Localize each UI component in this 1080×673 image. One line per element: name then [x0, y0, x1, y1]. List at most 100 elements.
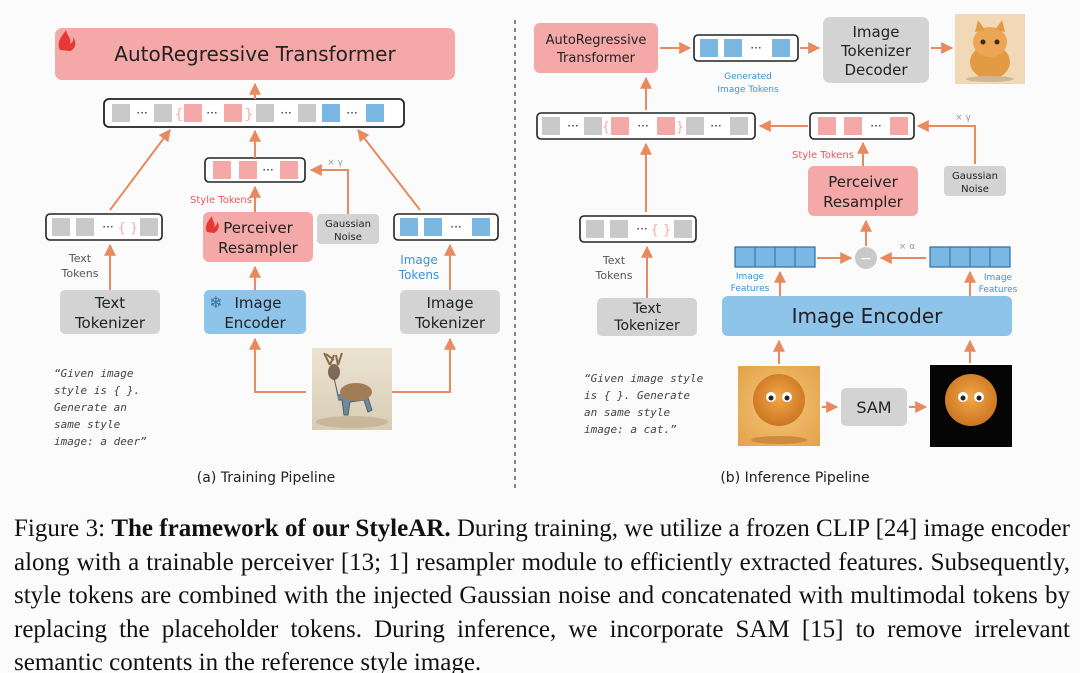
training-pipeline: AutoRegressive Transformer ··· { ··· } ·…	[45, 28, 500, 486]
segmented-style-image	[930, 365, 1012, 447]
svg-text:···: ···	[262, 163, 273, 177]
svg-text:“Given image: “Given image	[54, 367, 134, 380]
inference-transformer-box	[534, 23, 658, 73]
svg-text:Gaussian: Gaussian	[325, 219, 371, 230]
svg-text:···: ···	[206, 106, 217, 120]
svg-text:}: }	[676, 120, 684, 135]
svg-text:Image: Image	[427, 294, 474, 312]
token	[322, 104, 340, 122]
svg-text:image: a deer”: image: a deer”	[54, 435, 147, 448]
flame-icon	[205, 216, 219, 233]
svg-text:Decoder: Decoder	[844, 61, 908, 79]
svg-text:Gaussian: Gaussian	[952, 171, 998, 182]
svg-text:{: {	[175, 107, 184, 123]
svg-text:{: {	[602, 120, 610, 135]
svg-text:× γ: × γ	[327, 158, 343, 168]
svg-text:−: −	[860, 251, 872, 267]
svg-text:Tokens: Tokens	[398, 268, 439, 282]
training-transformer-box	[55, 28, 455, 80]
svg-text:Perceiver: Perceiver	[828, 173, 898, 191]
svg-text:style is { }.: style is { }.	[54, 384, 140, 397]
token	[154, 104, 172, 122]
reference-style-image	[738, 366, 820, 446]
inference-pipeline: AutoRegressive Transformer ··· Generated…	[534, 14, 1025, 486]
svg-text:Image: Image	[984, 273, 1013, 283]
inference-perceiver-resampler	[808, 166, 918, 216]
output-cat-image	[955, 14, 1025, 84]
inference-text-tokenizer	[597, 298, 697, 336]
svg-text:···: ···	[346, 106, 357, 120]
gaussian-noise-box	[317, 214, 379, 244]
image-tokenizer-decoder-box	[823, 17, 929, 83]
inference-prompt: “Given image style is { }. Generate an s…	[584, 372, 704, 436]
combined-token-sequence	[103, 98, 405, 128]
token	[184, 104, 202, 122]
image-tokenizer-box	[400, 290, 500, 334]
inference-pipeline-label: (b) Inference Pipeline	[720, 470, 869, 486]
caption-prefix: Figure 3:	[14, 515, 112, 542]
svg-text:{ }: { }	[651, 223, 672, 238]
svg-text:× α: × α	[899, 242, 915, 252]
flame-icon	[58, 30, 76, 51]
svg-text:Image: Image	[736, 272, 765, 282]
svg-text:···: ···	[637, 119, 648, 133]
svg-text:Tokenizer: Tokenizer	[840, 42, 912, 60]
snowflake-icon: ❄	[209, 293, 222, 312]
caption-title: The framework of our StyleAR.	[111, 515, 451, 542]
svg-text:Image: Image	[400, 253, 438, 267]
inference-text-token-sequence	[579, 215, 697, 243]
svg-text:image: a cat.”: image: a cat.”	[584, 423, 677, 436]
deer-reference-image	[312, 348, 392, 430]
sam-box	[841, 388, 907, 426]
svg-text:× γ: × γ	[955, 113, 971, 123]
svg-text:an same style: an same style	[584, 406, 670, 419]
training-image-encoder-box	[204, 290, 306, 334]
svg-text:···: ···	[870, 119, 881, 133]
svg-text:Generated: Generated	[724, 72, 772, 82]
svg-text:Features: Features	[731, 284, 770, 294]
svg-text:Tokenizer: Tokenizer	[414, 314, 486, 332]
svg-text:Noise: Noise	[961, 184, 989, 195]
svg-text:{ }: { }	[118, 221, 139, 236]
svg-text:Features: Features	[979, 285, 1018, 295]
inference-gaussian-noise	[944, 166, 1006, 196]
svg-text:Noise: Noise	[334, 232, 362, 243]
token	[112, 104, 130, 122]
svg-text:SAM: SAM	[856, 398, 891, 417]
svg-text:···: ···	[750, 41, 761, 55]
svg-text:is { }. Generate: is { }. Generate	[584, 389, 690, 402]
training-transformer-label: AutoRegressive Transformer	[114, 42, 396, 66]
svg-text:Text: Text	[602, 254, 626, 267]
svg-text:Tokenizer: Tokenizer	[613, 318, 680, 334]
svg-text:···: ···	[567, 119, 578, 133]
text-token-sequence	[45, 213, 163, 241]
style-tokens-label: Style Tokens	[190, 195, 252, 206]
svg-text:···: ···	[636, 222, 647, 236]
training-pipeline-label: (a) Training Pipeline	[197, 470, 335, 486]
subtract-node	[855, 247, 877, 269]
token	[224, 104, 242, 122]
svg-text:···: ···	[280, 106, 291, 120]
svg-text:Text: Text	[632, 301, 662, 317]
svg-text:Transformer: Transformer	[556, 51, 636, 66]
svg-text:Image: Image	[235, 294, 282, 312]
token	[256, 104, 274, 122]
svg-text:Resampler: Resampler	[218, 239, 299, 257]
svg-text:Image: Image	[853, 23, 900, 41]
inference-image-encoder	[722, 296, 1012, 336]
svg-text:Encoder: Encoder	[224, 314, 286, 332]
svg-text:AutoRegressive: AutoRegressive	[546, 33, 647, 48]
svg-text:Image Tokens: Image Tokens	[717, 85, 779, 95]
svg-text:Image Encoder: Image Encoder	[792, 304, 944, 328]
svg-text:Tokenizer: Tokenizer	[74, 314, 146, 332]
svg-text:“Given image style: “Given image style	[584, 372, 704, 385]
svg-text:Tokens: Tokens	[594, 269, 632, 282]
text-tokenizer-box	[60, 290, 160, 334]
svg-text:···: ···	[136, 106, 147, 120]
svg-text:Style Tokens: Style Tokens	[792, 150, 854, 161]
svg-text:Tokens: Tokens	[60, 267, 98, 280]
figure-caption: Figure 3: The framework of our StyleAR. …	[14, 512, 1070, 673]
svg-text:Generate an: Generate an	[54, 401, 127, 414]
svg-text:···: ···	[450, 220, 461, 234]
